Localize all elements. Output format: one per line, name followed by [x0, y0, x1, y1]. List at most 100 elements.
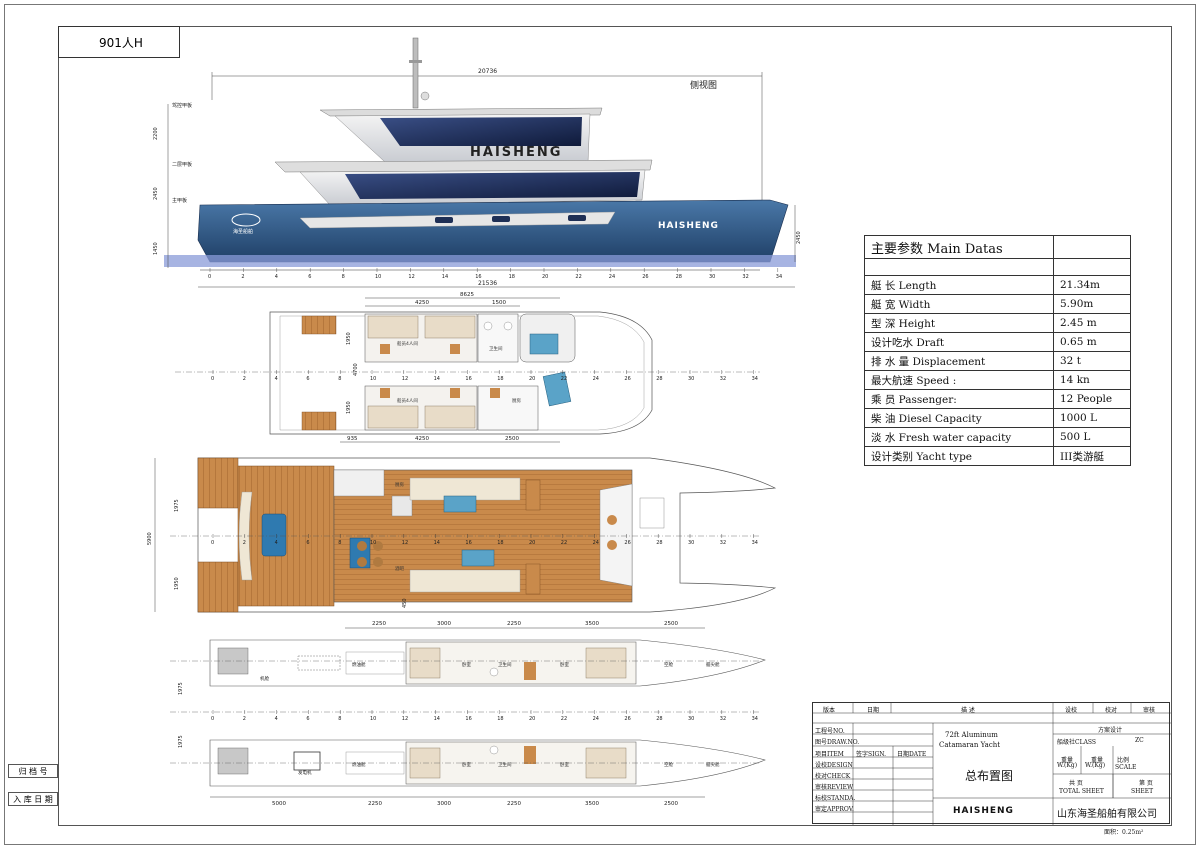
weight1-unit: W.(Kg) — [1057, 762, 1078, 769]
frame-number: 4 — [275, 716, 278, 722]
main-data-row: 最大航速 Speed :14 kn — [864, 370, 1131, 390]
drawing-no-label: 图号DRAW.NO. — [815, 739, 860, 746]
vessel-line-1: 72ft Aluminum — [945, 731, 998, 739]
rev-header-design: 设校 — [1065, 707, 1078, 714]
upper-dim-wc: 1500 — [492, 300, 506, 306]
main-data-heading-row: 主要参数 Main Datas — [864, 235, 1131, 259]
main-data-value: 14 kn — [1053, 370, 1131, 390]
main-data-label: 设计类别 Yacht type — [864, 446, 1054, 466]
upper-room-crew-1: 船员4人间 — [397, 340, 418, 347]
frame-number: 34 — [752, 376, 758, 382]
lower-room-label-a: 机舱 — [260, 675, 269, 682]
main-galley-label: 厨房 — [395, 481, 404, 488]
frame-number: 24 — [593, 540, 599, 546]
hull-height-dim: 2450 — [796, 231, 802, 244]
total-sheet-cn: 共 页 — [1069, 780, 1083, 787]
frame-number: 14 — [434, 540, 440, 546]
main-data-value: 0.65 m — [1053, 332, 1131, 352]
frame-number: 4 — [275, 274, 278, 280]
lower-room-label-a: 卧室 — [462, 661, 471, 668]
frame-number: 28 — [676, 274, 682, 280]
area-note: 面积：0.25m² — [1104, 829, 1144, 836]
hull-brand: HAISHENG — [658, 221, 719, 231]
frame-number: 18 — [509, 274, 515, 280]
frame-number: 22 — [561, 716, 567, 722]
side-length-top: 20736 — [478, 68, 497, 75]
company-name: 山东海圣船舶有限公司 — [1057, 809, 1157, 820]
height-dim-1: 2200 — [153, 127, 159, 140]
lower-room-label-a: 卫生间 — [498, 661, 512, 668]
upper-half-dim-1: 1950 — [346, 332, 352, 345]
frame-number: 22 — [561, 376, 567, 382]
frame-number: 34 — [752, 540, 758, 546]
main-data-label: 型 深 Height — [864, 313, 1054, 333]
drawing-frame — [58, 26, 1172, 826]
sheet-cn: 第 页 — [1139, 780, 1153, 787]
frame-number: 32 — [720, 376, 726, 382]
frame-number: 14 — [434, 716, 440, 722]
side-length-bottom: 21536 — [478, 280, 497, 287]
standard-label: 标校STANDA. — [815, 795, 856, 802]
frame-number: 0 — [211, 376, 214, 382]
frame-number: 24 — [609, 274, 615, 280]
lower-dim-bottom: 2250 — [507, 801, 521, 807]
main-data-spacer-row — [864, 258, 1131, 276]
deck-label-main: 主甲板 — [172, 197, 187, 204]
lower-room-label-b: 卧室 — [560, 761, 569, 768]
main-data-label: 艇 宽 Width — [864, 294, 1054, 314]
frame-number: 8 — [338, 376, 341, 382]
project-no-label: 工程号NO. — [815, 728, 845, 735]
frame-number: 2 — [243, 540, 246, 546]
rev-header-date: 日期 — [867, 707, 880, 714]
lower-dim-bottom: 3500 — [585, 801, 599, 807]
frame-number: 12 — [402, 540, 408, 546]
frame-number: 30 — [688, 716, 694, 722]
frame-number: 24 — [593, 716, 599, 722]
height-dim-3: 1450 — [153, 242, 159, 255]
upper-dim-cabin: 4250 — [415, 300, 429, 306]
scale-en: SCALE — [1115, 764, 1137, 771]
frame-number: 22 — [561, 540, 567, 546]
frame-number: 32 — [720, 716, 726, 722]
frame-number: 28 — [656, 540, 662, 546]
frame-number: 14 — [442, 274, 448, 280]
main-data-label: 最大航速 Speed : — [864, 370, 1054, 390]
frame-number: 34 — [776, 274, 782, 280]
main-data-value: III类游艇 — [1053, 446, 1131, 466]
frame-number: 18 — [497, 716, 503, 722]
rev-header-check: 校对 — [1105, 707, 1118, 714]
lower-dim-bottom: 5000 — [272, 801, 286, 807]
main-half-dim-1: 1975 — [174, 499, 180, 512]
main-data-value: 32 t — [1053, 351, 1131, 371]
frame-number: 10 — [375, 274, 381, 280]
sign-label: 签字SIGN. — [856, 751, 887, 758]
lower-room-label-b: 空舱 — [664, 761, 673, 768]
main-side-dim: 450 — [402, 598, 408, 608]
lower-half-dim-b: 1975 — [178, 735, 184, 748]
scale-cn: 比例 — [1117, 757, 1130, 764]
title-block-brand: HAISHENG — [953, 806, 1014, 816]
frame-number: 4 — [275, 376, 278, 382]
frame-number: 28 — [656, 716, 662, 722]
frame-number: 2 — [243, 376, 246, 382]
title-block: 版本 日期 描 述 设校 校对 审核 工程号NO. 图号DRAW.NO. 72f… — [812, 702, 1171, 825]
frame-number: 20 — [529, 376, 535, 382]
hull-logo-text: 海圣船舶 — [233, 228, 253, 235]
main-data-label: 柴 油 Diesel Capacity — [864, 408, 1054, 428]
lower-room-label-b: 卧室 — [462, 761, 471, 768]
height-dim-2: 2450 — [153, 187, 159, 200]
frame-number: 16 — [465, 716, 471, 722]
date-label: 日期DATE — [897, 751, 927, 758]
frame-number: 0 — [211, 540, 214, 546]
frame-number: 30 — [709, 274, 715, 280]
